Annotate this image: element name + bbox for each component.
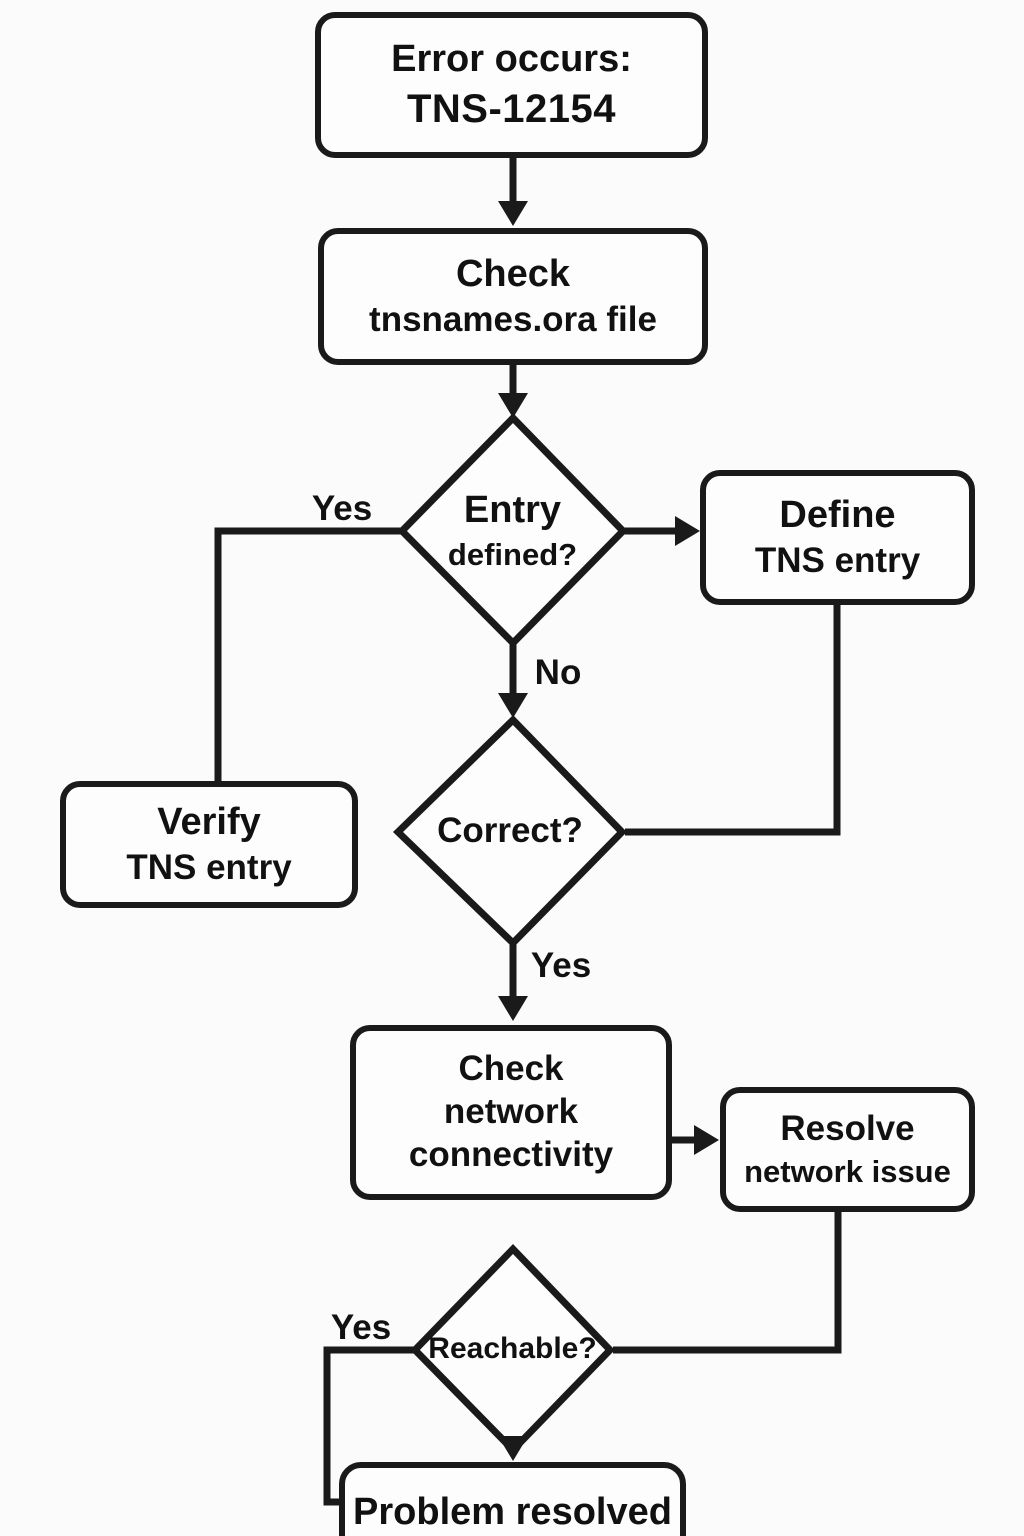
node-resolve-network-issue: Resolve network issue (720, 1087, 975, 1212)
edge-label-entry-defined-yes: Yes (311, 489, 373, 528)
node-resolve-network-line1: Resolve (780, 1109, 915, 1149)
arrowhead-error-to-check (498, 201, 528, 226)
node-check-network-line3: connectivity (408, 1134, 614, 1174)
decision-entry-defined-line2: defined? (447, 537, 578, 573)
edge-label-correct-yes: Yes (530, 946, 592, 985)
arrowhead-checknetwork-to-resolve (694, 1125, 719, 1155)
edge-label-entry-defined-no: No (534, 653, 582, 692)
edge-entrydefined-yes-to-verify (214, 527, 402, 784)
node-problem-resolved: Problem resolved (339, 1462, 686, 1536)
node-define-tns-entry-line1: Define (779, 493, 896, 536)
node-verify-tns-entry: Verify TNS entry (60, 781, 358, 908)
decision-correct-shape (392, 715, 627, 948)
arrowhead-correct-yes-to-checknetwork (498, 996, 528, 1021)
node-error-occurs-line2: TNS-12154 (406, 86, 617, 131)
decision-correct-line1: Correct? (437, 811, 583, 851)
node-define-tns-entry: Define TNS entry (700, 470, 975, 605)
decision-reachable-line1: Reachable? (428, 1332, 597, 1366)
arrowhead-check-to-entrydefined (498, 393, 528, 418)
node-check-tnsnames-line1: Check (455, 252, 571, 295)
arrowhead-reachable-to-problem (498, 1436, 528, 1461)
decision-entry-defined-line1: Entry (463, 488, 562, 531)
node-check-network-line2: network (443, 1092, 579, 1132)
node-verify-tns-entry-line2: TNS entry (126, 848, 292, 888)
edge-resolve-to-reachable (613, 1210, 842, 1354)
decision-entry-defined-shape (397, 412, 628, 648)
node-define-tns-entry-line2: TNS entry (754, 541, 921, 581)
decision-correct: Correct? (398, 720, 622, 943)
node-check-network-connectivity: Check network connectivity (350, 1025, 672, 1200)
decision-entry-defined: Entry defined? (402, 418, 623, 643)
node-check-tnsnames: Check tnsnames.ora file (318, 228, 708, 365)
node-check-tnsnames-line2: tnsnames.ora file (369, 300, 657, 340)
node-error-occurs-line1: Error occurs: (391, 38, 632, 81)
edge-define-to-correct (625, 602, 841, 836)
edge-label-reachable-yes: Yes (330, 1308, 392, 1347)
edge-reachable-yes-to-problem (323, 1346, 415, 1506)
decision-reachable: Reachable? (415, 1249, 610, 1450)
arrowhead-entrydefined-to-define (675, 516, 700, 546)
node-error-occurs: Error occurs: TNS-12154 (315, 12, 708, 158)
node-verify-tns-entry-line1: Verify (157, 800, 261, 843)
node-check-network-line1: Check (458, 1049, 564, 1089)
node-resolve-network-line2: network issue (744, 1154, 951, 1190)
arrowhead-entrydefined-no-to-correct (498, 693, 528, 718)
node-problem-resolved-line1: Problem resolved (353, 1490, 672, 1533)
